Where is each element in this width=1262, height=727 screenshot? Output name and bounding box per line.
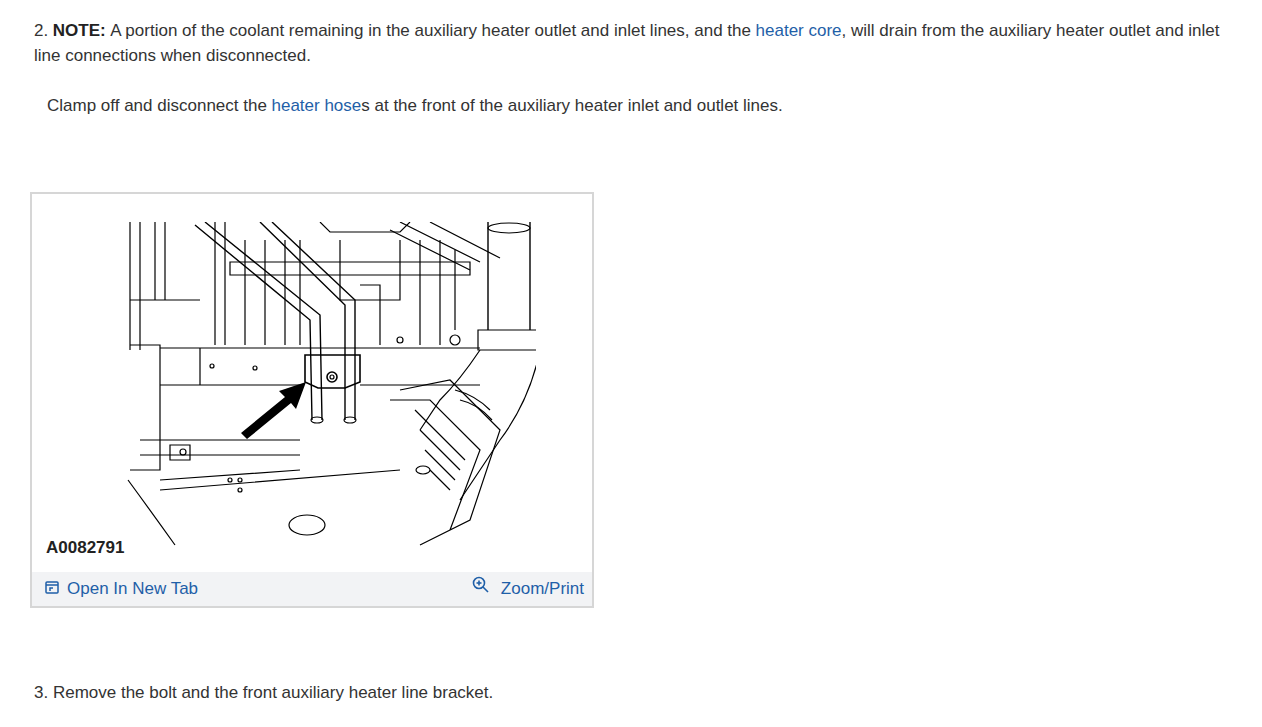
line-art — [390, 222, 500, 270]
line-art — [416, 466, 430, 474]
note-label: NOTE: — [53, 21, 106, 40]
step-text: s at the front of the auxiliary heater i… — [361, 96, 782, 115]
line-art — [130, 222, 165, 350]
zoom-icon — [483, 587, 488, 592]
zoom-icon — [478, 581, 480, 586]
toolbar-link: Open In New Tab — [67, 576, 198, 601]
line-art — [253, 366, 257, 370]
figure-toolbar — [32, 572, 592, 606]
step-number: 2. — [34, 21, 48, 40]
line-art — [238, 488, 242, 492]
pointer-arrow — [241, 382, 306, 439]
term-link: heater hose — [271, 96, 361, 115]
term-link: heater core — [756, 21, 842, 40]
line-art — [128, 480, 175, 545]
line-art — [180, 449, 186, 455]
line-art — [228, 478, 232, 482]
step-text: Clamp off and disconnect the — [47, 96, 267, 115]
note-text: A portion of the coolant remaining in th… — [110, 21, 751, 40]
line-art — [289, 515, 325, 535]
zoom-icon — [474, 578, 489, 593]
line-art — [170, 445, 190, 460]
line-art — [450, 335, 460, 345]
line-art — [238, 478, 242, 482]
toolbar-link: Zoom/Print — [501, 576, 584, 601]
zoom-icon — [474, 578, 485, 589]
line-art — [140, 440, 400, 490]
line-art — [327, 372, 337, 382]
line-art — [305, 355, 360, 388]
line-art — [390, 380, 500, 545]
line-art — [397, 337, 403, 343]
line-art — [415, 410, 465, 490]
line-art — [260, 222, 355, 420]
open-tab-link: Open In New Tab — [67, 579, 198, 598]
line-art — [330, 375, 334, 379]
figure-frame — [31, 193, 593, 607]
step-paragraph: Clamp off and disconnect theheater hoses… — [47, 93, 1237, 118]
line-art — [488, 223, 530, 233]
figure-number: A0082791 — [46, 538, 124, 557]
line-art — [210, 364, 214, 368]
line-art — [478, 330, 536, 350]
new-tab-icon — [46, 584, 58, 586]
step-text: 3. Remove the bolt and the front auxilia… — [34, 683, 493, 702]
figure-id: A0082791 — [46, 535, 124, 560]
line-art — [488, 222, 530, 330]
line-art — [344, 417, 356, 423]
new-tab-icon — [46, 582, 58, 593]
line-art — [455, 390, 492, 420]
step-paragraph: 3. Remove the bolt and the front auxilia… — [34, 680, 1239, 705]
note-paragraph: 2. NOTE:A portion of the coolant remainin… — [34, 18, 1239, 68]
new-tab-icon — [50, 588, 53, 591]
line-art — [311, 417, 323, 423]
line-art — [128, 222, 536, 545]
line-art — [230, 262, 470, 275]
zoom-link: Zoom/Print — [501, 579, 584, 598]
new-tab-icon — [46, 582, 58, 593]
line-art — [160, 348, 480, 385]
